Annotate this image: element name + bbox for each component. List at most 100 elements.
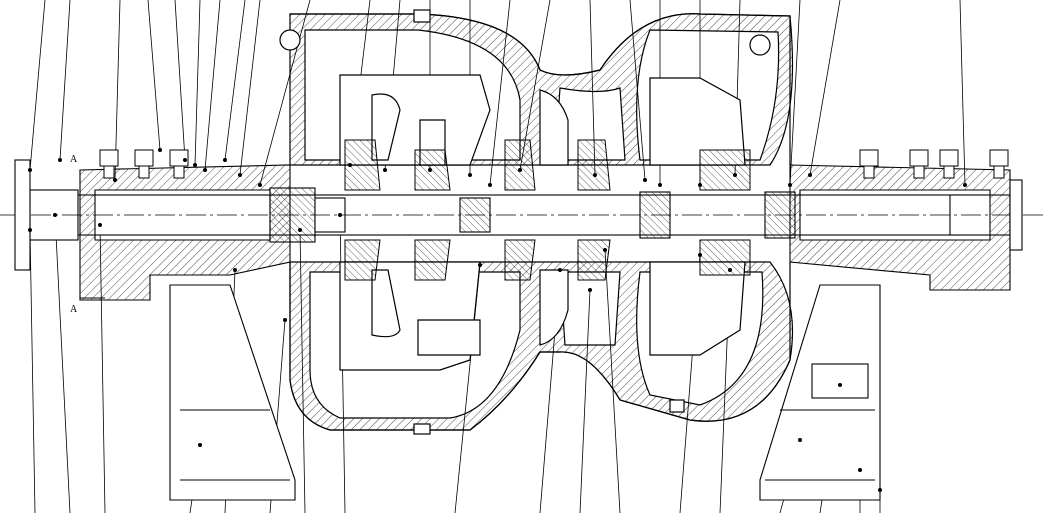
bolt-hole-left: [279, 29, 301, 51]
section-mark-bottom: A: [70, 304, 78, 315]
leader-dot: [28, 228, 32, 232]
compressor-casing: [279, 9, 794, 435]
bolt-shank: [993, 165, 1005, 179]
bolt-shank: [173, 165, 185, 179]
impeller-4-upper: [577, 139, 611, 191]
rotor-shaft: [0, 187, 1044, 243]
leader-dot: [698, 183, 702, 187]
leader-dot: [383, 168, 387, 172]
leader-dot: [558, 268, 562, 272]
impellers: [344, 139, 751, 281]
leader-dot: [298, 228, 302, 232]
leader-line: [489, 0, 511, 186]
leader-line: [174, 0, 186, 161]
section-arrow-bottom: [79, 285, 105, 299]
right-bearing-housing: [789, 164, 1011, 291]
leader-dot: [53, 213, 57, 217]
impeller-2-lower: [414, 239, 451, 281]
leader-dot: [233, 268, 237, 272]
impeller-1-lower: [344, 239, 381, 281]
leader-dot: [258, 183, 262, 187]
leader-dot: [478, 263, 482, 267]
leader-line: [194, 0, 201, 166]
casing-outline: [289, 13, 791, 431]
leader-dot: [858, 468, 862, 472]
leader-line: [959, 0, 966, 186]
leader-line: [59, 0, 71, 161]
left-end-cover: [14, 159, 31, 271]
leader-dots: [28, 148, 967, 492]
impeller-1-upper: [344, 139, 381, 191]
cap-bolts: [99, 149, 1009, 179]
leader-line: [147, 0, 161, 151]
leader-dot: [468, 173, 472, 177]
upper-right-passage: [649, 77, 746, 166]
leader-dot: [878, 488, 882, 492]
leader-dot: [113, 178, 117, 182]
leader-dot: [283, 318, 287, 322]
leader-dot: [428, 168, 432, 172]
leader-dot: [728, 268, 732, 272]
leader-dot: [238, 173, 242, 177]
return-vane-5: [539, 269, 569, 346]
bottom-drain-left: [413, 423, 431, 435]
leader-line: [789, 0, 801, 186]
bolt-shank: [913, 165, 925, 179]
bolt-shank: [103, 165, 115, 179]
leader-dot: [58, 158, 62, 162]
leader-dot: [348, 163, 352, 167]
leader-dot: [808, 173, 812, 177]
leader-dot: [798, 438, 802, 442]
impeller-5-upper: [699, 149, 751, 191]
leader-dot: [223, 158, 227, 162]
bolt-shank: [943, 165, 955, 179]
lower-right-passage: [649, 261, 746, 356]
section-mark-top: A: [70, 154, 78, 165]
leader-line: [809, 0, 841, 176]
leader-dot: [488, 183, 492, 187]
leader-dot: [203, 168, 207, 172]
impeller-4-lower: [577, 239, 611, 281]
bolt-shank: [863, 165, 875, 179]
leader-dot: [788, 183, 792, 187]
leader-dot: [658, 183, 662, 187]
bolt-head: [134, 149, 154, 167]
return-vane-4: [371, 269, 401, 338]
impeller-3-lower: [504, 239, 536, 281]
top-flange-left: [413, 9, 431, 23]
leader-dot: [193, 163, 197, 167]
leader-dot: [593, 173, 597, 177]
bearing-housings: [14, 159, 1023, 301]
bottom-drain-right: [669, 399, 685, 413]
left-bearing-housing: [79, 164, 291, 301]
section-marks: A A: [70, 154, 105, 315]
bolt-head: [99, 149, 119, 167]
leader-dot: [643, 178, 647, 182]
return-vane-6: [417, 319, 481, 356]
bolt-hole-right: [749, 34, 771, 56]
leader-dot: [698, 253, 702, 257]
bolt-head: [989, 149, 1009, 167]
nameplate: [811, 363, 869, 399]
leader-dot: [963, 183, 967, 187]
left-support-stand: [169, 284, 296, 501]
leader-line: [239, 0, 261, 176]
bolt-shank: [138, 165, 150, 179]
leader-line: [224, 0, 246, 161]
return-vane-3: [539, 89, 569, 166]
leader-dot: [183, 158, 187, 162]
leader-dot: [98, 223, 102, 227]
leader-line: [29, 229, 36, 513]
impeller-5-lower: [699, 239, 751, 276]
bolt-head: [939, 149, 959, 167]
leader-dot: [733, 173, 737, 177]
leader-dot: [588, 288, 592, 292]
leader-line: [204, 0, 221, 171]
leader-line: [29, 0, 46, 171]
leader-dot: [603, 248, 607, 252]
return-vane-1: [371, 93, 401, 161]
impeller-2-upper: [414, 149, 451, 191]
leader-dot: [28, 168, 32, 172]
leader-dot: [338, 213, 342, 217]
bolt-head: [859, 149, 879, 167]
